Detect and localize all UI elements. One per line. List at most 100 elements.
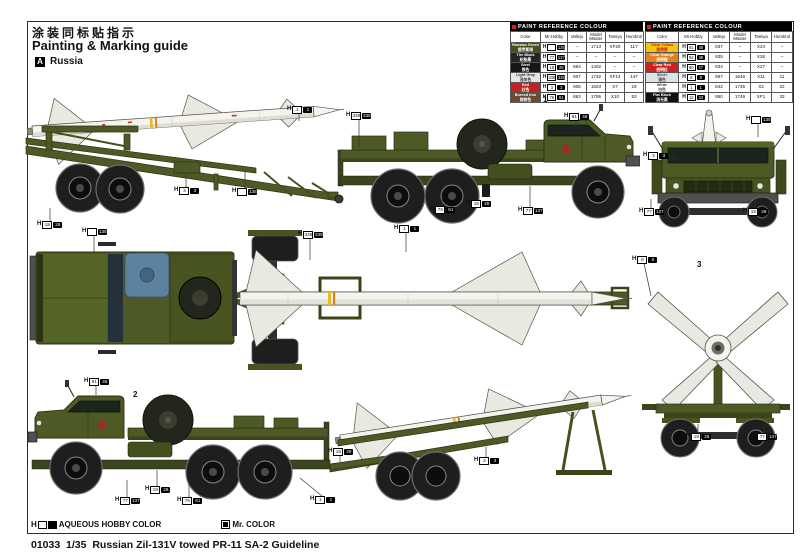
mm-code: 1749 [729, 92, 751, 103]
humbrol-code: 53 [624, 92, 644, 103]
red-square-icon [647, 24, 651, 29]
rig-side-view-illustration [28, 380, 632, 501]
paint-table-title: PAINT REFERENCE COLOUR [653, 23, 743, 30]
humbrol-code: – [624, 52, 644, 63]
kit-item-number: 01033 [31, 539, 61, 551]
tamiya-code: X24 [750, 42, 772, 53]
vallejo-code: – [567, 42, 587, 53]
humbrol-code: – [771, 62, 793, 73]
mm-code: 1503 [586, 82, 606, 93]
vallejo-code: 934 [708, 62, 730, 73]
view-number: 2 [133, 390, 138, 399]
tamiya-code: X27 [750, 62, 772, 73]
tamiya-code: XF20 [605, 42, 625, 53]
humbrol-code: 11 [771, 72, 793, 83]
humbrol-code: 22 [771, 82, 793, 93]
mm-code: – [729, 52, 751, 63]
kit-title-line: 01033 1/35 Russian Zil-131V towed PR-11 … [31, 539, 319, 551]
mm-code: – [729, 42, 751, 53]
vallejo-code: 997 [708, 72, 730, 83]
tamiya-code: X7 [605, 82, 625, 93]
mm-code: 1713 [586, 42, 606, 53]
vallejo-code: 907 [567, 72, 587, 83]
truck-front-view-illustration [648, 109, 790, 228]
variant-country-label: Russia [50, 56, 83, 67]
mrcolor-square-icon [221, 520, 231, 529]
humbrol-code: 147 [624, 72, 644, 83]
truck-side-view-illustration [337, 104, 640, 224]
aqueous-legend-label: AQUEOUS HOBBY COLOR [58, 520, 162, 529]
view-number: 1 [543, 95, 548, 104]
tamiya-code: X2 [750, 82, 772, 93]
column-header: Color [510, 31, 541, 43]
kit-scale: 1/35 [66, 539, 87, 551]
tamiya-code: X26 [750, 52, 772, 63]
column-header: Tamiya [605, 31, 625, 43]
mrcolor-box-icon [47, 520, 57, 529]
humbrol-code: – [771, 52, 793, 63]
tamiya-code: – [605, 62, 625, 73]
humbrol-code: 19 [624, 82, 644, 93]
column-header: Humbrol [624, 31, 644, 43]
mrcolor-legend-label: Mr. COLOR [232, 520, 275, 529]
mm-code: 1402 [586, 62, 606, 73]
humbrol-code: 117 [624, 42, 644, 53]
paint-table-title: PAINT REFERENCE COLOUR [518, 23, 608, 30]
vallejo-code: – [567, 52, 587, 63]
column-header: Mr.Hobby [678, 31, 709, 43]
vallejo-code: 863 [567, 92, 587, 103]
column-header: Humbrol [771, 31, 793, 43]
tamiya-code: – [605, 52, 625, 63]
variant-letter-box: A [35, 56, 45, 67]
aqueous-prefix: H [31, 520, 37, 529]
vallejo-code: 935 [708, 52, 730, 63]
humbrol-code: – [624, 62, 644, 73]
mm-code: – [729, 62, 751, 73]
page-title-english: Painting & Marking guide [32, 38, 189, 53]
page-title-chinese: 涂装同标贴指示 [32, 26, 138, 40]
tamiya-code: X10 [605, 92, 625, 103]
